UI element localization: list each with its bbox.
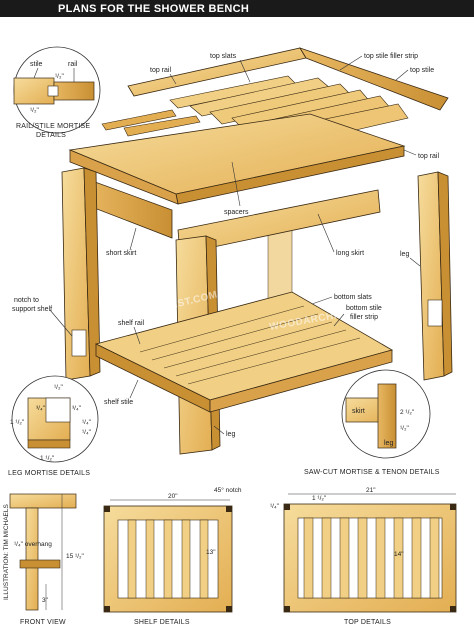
notch-label-1: notch to xyxy=(14,297,39,304)
top-stile-filler-strip-label: top stile filler strip xyxy=(364,53,418,60)
rail-stile-caption-1: RAIL/STILE MORTISE xyxy=(16,123,90,130)
top-details-caption: TOP DETAILS xyxy=(344,619,391,626)
top-slats-label: top slats xyxy=(210,53,237,60)
top-assembly-labels: top rail top slats top stile filler stri… xyxy=(150,53,439,216)
base-assembly: WOODARCHIVIST.COM WOODARCHIVIST.COM xyxy=(61,167,453,455)
saw-dim-b: ¹/₂" xyxy=(400,425,409,432)
overhang-label: ¹/₄" overhang xyxy=(14,541,52,548)
shelf-width-dim: 20" xyxy=(168,493,178,500)
saw-cut-caption: SAW-CUT MORTISE & TENON DETAILS xyxy=(304,469,440,476)
rail-stile-detail: stile rail ¹/₂" ¹/₂" RAIL/STILE MORTISE … xyxy=(13,46,101,139)
front-height-dim: 15 ¹/₂" xyxy=(66,553,85,560)
title-bar: PLANS FOR THE SHOWER BENCH xyxy=(0,0,474,17)
rail-label: rail xyxy=(68,61,78,68)
spacers-label: spacers xyxy=(224,209,249,216)
page-title: PLANS FOR THE SHOWER BENCH xyxy=(58,3,249,15)
stile-label: stile xyxy=(30,61,43,68)
notch-label-2: support shelf xyxy=(12,306,52,313)
front-view-caption: FRONT VIEW xyxy=(20,619,66,626)
shelf-details-caption: SHELF DETAILS xyxy=(134,619,190,626)
skirt-label: skirt xyxy=(352,408,365,415)
saw-cut-detail: skirt leg 2 ¹/₂" ¹/₂" SAW-CUT MORTISE & … xyxy=(304,369,440,476)
top-height-dim: 14" xyxy=(394,551,404,558)
top-width-dim: 21" xyxy=(366,487,376,494)
dim-half-bottom: ¹/₂" xyxy=(30,107,39,114)
shelf-details: 20" 45° notch 13" SHELF DETAILS xyxy=(103,486,242,626)
leg-bottom-label: leg xyxy=(226,431,235,438)
leg-mortise-detail: ¹/₂" 1 ¹/₂" ³/₄" ³/₄" ¹/₄" ¹/₄" 1 ¹/₂" L… xyxy=(8,375,99,477)
leg-saw-label: leg xyxy=(384,440,393,447)
rail-stile-caption-2: DETAILS xyxy=(36,132,66,139)
shelf-rail-label: shelf rail xyxy=(118,320,145,327)
leg-dim-b2: ³/₄" xyxy=(72,405,82,412)
top-rail-label-1: top rail xyxy=(150,67,171,74)
leg-mortise-caption: LEG MORTISE DETAILS xyxy=(8,470,90,477)
shelf-height-dim: 13" xyxy=(206,549,216,556)
bottom-slats-label: bottom slats xyxy=(334,294,372,301)
bottom-stile-label-2: filler strip xyxy=(350,314,378,321)
leg-dim-b1: ³/₄" xyxy=(36,405,46,412)
long-skirt-label: long skirt xyxy=(336,250,364,257)
notch-45-label: 45° notch xyxy=(214,486,242,494)
leg-dim-side: 1 ¹/₂" xyxy=(10,419,25,426)
top-dim-c: ¹/₄" xyxy=(270,503,280,510)
illustration-credit: ILLUSTRATION: TIM MICHAELS xyxy=(3,504,10,600)
leg-dim-b4: ¹/₄" xyxy=(82,429,92,436)
bottom-stile-label-1: bottom stile xyxy=(346,305,382,312)
leg-dim-bottom: 1 ¹/₂" xyxy=(40,455,55,462)
exploded-top-frame xyxy=(68,47,449,205)
top-rail-label-2: top rail xyxy=(418,153,439,160)
leg-dim-top: ¹/₂" xyxy=(54,384,63,391)
shelf-stile-label: shelf stile xyxy=(104,399,133,406)
leg-right-label: leg xyxy=(400,251,409,258)
short-skirt-label: short skirt xyxy=(106,250,136,257)
base-labels: short skirt long skirt leg notch to supp… xyxy=(12,213,421,438)
leg-dim-b3: ¹/₄" xyxy=(82,419,92,426)
front-foot-dim: 3" xyxy=(42,597,49,604)
top-stile-label: top stile xyxy=(410,67,434,74)
top-dim-a: 1 ¹/₂" xyxy=(312,495,327,502)
top-details: 21" 1 ¹/₂" 1" ¹/₄" 14" TOP DETAILS xyxy=(270,487,457,626)
saw-dim-a: 2 ¹/₂" xyxy=(400,409,415,416)
dim-half-top: ¹/₂" xyxy=(55,73,64,80)
front-view: ¹/₄" overhang 15 ¹/₂" 3" FRONT VIEW ILLU… xyxy=(3,493,85,626)
